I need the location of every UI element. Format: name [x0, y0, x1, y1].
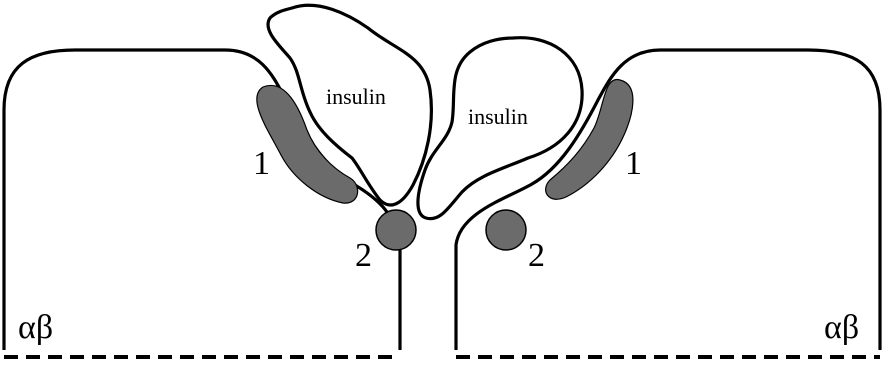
insulin-right-label: insulin [468, 104, 528, 129]
site-2-right-label: 2 [528, 237, 545, 274]
site-1-right-label: 1 [625, 145, 642, 182]
site-2-left-label: 2 [355, 237, 372, 274]
binding-site-2-right [486, 210, 526, 250]
binding-site-2-left [376, 210, 416, 250]
site-1-left-label: 1 [253, 145, 270, 182]
alpha-beta-left-label: αβ [18, 309, 53, 346]
insulin-left-label: insulin [326, 84, 386, 109]
alpha-beta-right-label: αβ [824, 309, 859, 346]
